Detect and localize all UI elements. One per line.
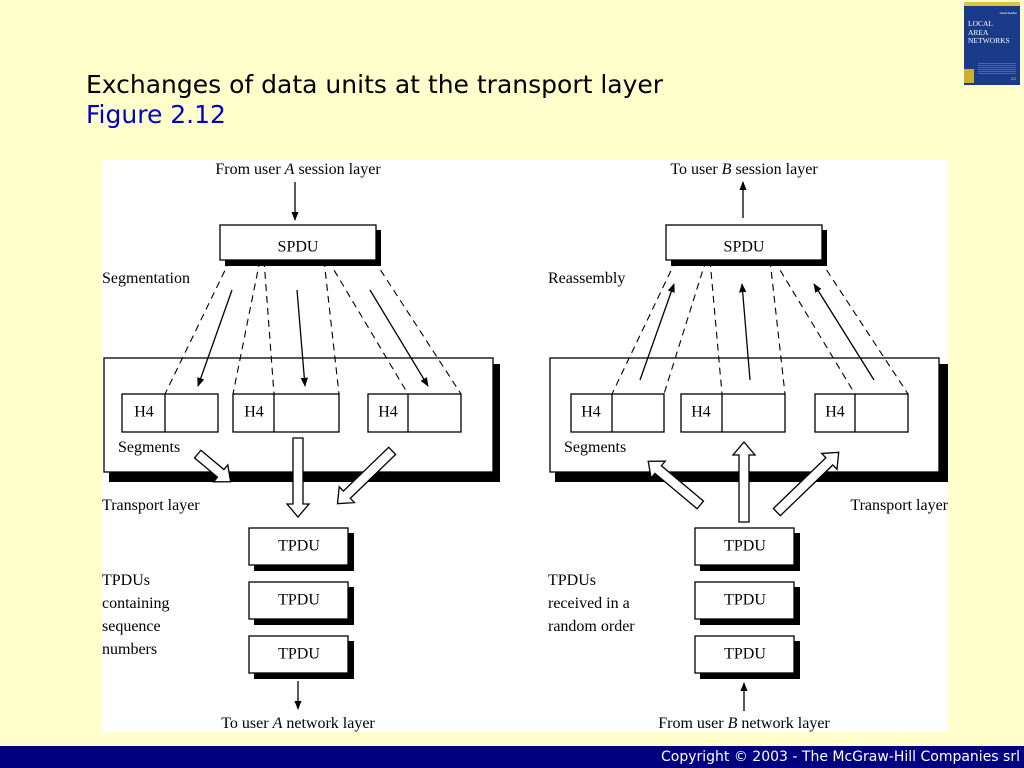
segment: H4 <box>814 393 909 433</box>
sender-side: From user A session layer SPDU Segmentat… <box>102 161 500 732</box>
segmentation-dashed-lines <box>164 259 462 395</box>
cover-title: LOCAL AREA NETWORKS <box>968 19 1018 46</box>
transport-layer-diagram: From user A session layer SPDU Segmentat… <box>102 160 948 732</box>
reassembly-arrows <box>639 283 875 381</box>
spdu-box: SPDU <box>665 224 827 266</box>
tpdu-box: TPDU <box>694 581 800 625</box>
tpdu-note-line: containing <box>102 595 170 612</box>
tpdu-note-line: random order <box>548 618 635 635</box>
tpdu-note-line: TPDUs <box>102 572 150 589</box>
segment-header: H4 <box>378 404 398 421</box>
segmentation-arrows <box>197 289 429 387</box>
segment: H4 <box>680 393 786 433</box>
cover-edition: 2/2 <box>1010 76 1016 81</box>
segment: H4 <box>570 393 665 433</box>
tpdu-label: TPDU <box>278 646 320 663</box>
tpdu-note-line: sequence <box>102 618 161 635</box>
tpdu-label: TPDU <box>278 538 320 555</box>
segments-label: Segments <box>564 439 626 456</box>
slide-title: Exchanges of data units at the transport… <box>86 70 664 99</box>
to-user-b-session-label: To user B session layer <box>670 161 818 178</box>
tpdu-box: TPDU <box>248 581 354 625</box>
tpdu-box: TPDU <box>694 527 800 571</box>
segment: H4 <box>232 393 340 433</box>
footer-bar: Copyright © 2003 - The McGraw-Hill Compa… <box>0 746 1024 768</box>
transport-layer-label: Transport layer <box>102 497 200 514</box>
cover-author: David Nadler <box>999 11 1017 15</box>
tpdu-box: TPDU <box>694 635 800 679</box>
reassembly-dashed-lines <box>611 259 909 395</box>
segment-to-tpdu-arrows <box>193 437 397 519</box>
tpdu-to-segment-arrows <box>647 440 840 523</box>
spdu-box: SPDU <box>219 224 381 266</box>
cover-title-line: NETWORKS <box>968 36 1010 45</box>
tpdu-box: TPDU <box>248 635 354 679</box>
segment-header: H4 <box>134 404 154 421</box>
segment: H4 <box>121 393 219 433</box>
book-cover-logo: David Nadler LOCAL AREA NETWORKS 2/2 <box>964 2 1020 85</box>
segment: H4 <box>367 393 462 433</box>
segments-label: Segments <box>118 439 180 456</box>
tpdu-label: TPDU <box>724 646 766 663</box>
cover-title-line: LOCAL <box>968 19 993 28</box>
reassembly-label: Reassembly <box>548 270 625 287</box>
copyright-text: Copyright © 2003 - The McGraw-Hill Compa… <box>661 749 1020 765</box>
segment-header: H4 <box>691 404 711 421</box>
spdu-label: SPDU <box>278 239 319 256</box>
receiver-side: To user B session layer SPDU Reassembly … <box>548 161 948 732</box>
to-user-a-network-label: To user A network layer <box>221 715 375 732</box>
segmentation-label: Segmentation <box>102 270 190 287</box>
tpdu-note-line: numbers <box>102 641 157 658</box>
transport-layer-label: Transport layer <box>850 497 948 514</box>
publisher-logo-icon <box>964 69 974 83</box>
figure-label: Figure 2.12 <box>86 100 226 129</box>
cover-top-band <box>964 2 1020 6</box>
tpdu-note: TPDUs received in a random order <box>548 572 635 635</box>
tpdu-note-line: TPDUs <box>548 572 596 589</box>
segment-header: H4 <box>825 404 845 421</box>
from-user-b-network-label: From user B network layer <box>658 715 830 732</box>
tpdu-note-line: received in a <box>548 595 630 612</box>
segment-header: H4 <box>581 404 601 421</box>
from-user-a-session-label: From user A session layer <box>215 161 381 178</box>
segment-header: H4 <box>244 404 264 421</box>
cover-text-lines <box>978 62 1016 74</box>
spdu-label: SPDU <box>724 239 765 256</box>
tpdu-label: TPDU <box>724 538 766 555</box>
cover-title-line: AREA <box>968 27 989 37</box>
tpdu-note: TPDUs containing sequence numbers <box>102 572 170 658</box>
tpdu-label: TPDU <box>724 592 766 609</box>
tpdu-box: TPDU <box>248 527 354 571</box>
tpdu-label: TPDU <box>278 592 320 609</box>
